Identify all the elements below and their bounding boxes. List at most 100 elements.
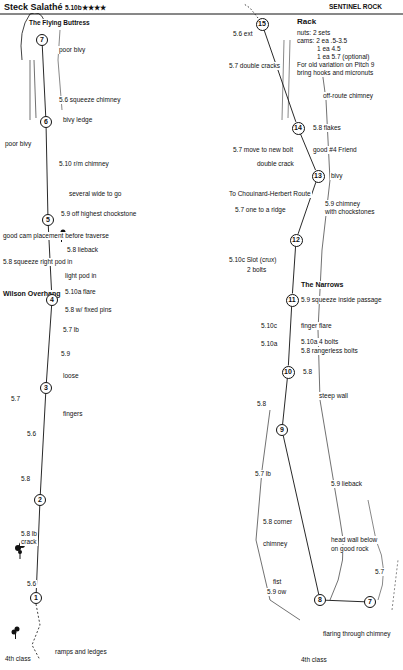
- route-note: 5.8: [20, 475, 31, 483]
- route-note: 1 ea 5.7 (optional): [316, 53, 370, 61]
- route-note: 5.7 lb: [254, 470, 272, 478]
- belay-circle: 13: [312, 170, 325, 183]
- belay-number: 10: [284, 368, 292, 376]
- route-note: nuts: 2 sets: [296, 29, 331, 37]
- route-note: 5.10a flare: [64, 288, 97, 296]
- route-note: 5.8 w/ fixed pins: [64, 306, 113, 314]
- route-line: [288, 306, 291, 365]
- belay-circle: 1: [30, 592, 42, 604]
- route-note: ramps and ledges: [54, 648, 108, 656]
- route-note: 5.10 r/m chimney: [58, 160, 110, 168]
- route-line: [40, 394, 45, 494]
- route-note: 5.7: [10, 395, 21, 403]
- route-note: fist: [272, 578, 282, 586]
- route-note: 5.6 ext: [232, 30, 254, 38]
- route-note: To Chouinard-Herbert Route: [228, 190, 312, 198]
- route-note: 5.6: [26, 430, 37, 438]
- belay-number: 7: [40, 36, 44, 44]
- route-note: poor bivy: [4, 140, 32, 148]
- belay-number: 14: [294, 124, 302, 132]
- route-line: [283, 378, 288, 424]
- route-note: 5.7 double cracks: [228, 62, 281, 70]
- route-note: 5.8 flakes: [312, 124, 342, 132]
- route-note: steep wall: [318, 392, 349, 400]
- belay-circle: 7: [36, 34, 48, 46]
- route-note: crack: [20, 538, 38, 546]
- route-note: bivy ledge: [62, 116, 93, 124]
- belay-number: 15: [258, 20, 266, 28]
- route-note: 5.10a: [260, 340, 278, 348]
- route-note: 5.7 move to new bolt: [232, 146, 294, 154]
- route-line: [283, 436, 318, 594]
- route-note: chimney: [262, 540, 288, 548]
- belay-number: 1: [34, 594, 38, 602]
- route-note: 5.9 lieback: [330, 480, 363, 488]
- route-title: Steck Salathé: [4, 2, 63, 13]
- route-line: [326, 600, 364, 602]
- route-note: 5.10c: [260, 322, 278, 330]
- route-note: good #4 Friend: [312, 146, 358, 154]
- route-note: good cam placement before traverse: [2, 232, 110, 240]
- belay-number: 3: [44, 384, 48, 392]
- route-note: 5.8 corner: [262, 518, 293, 526]
- belay-number: 7: [368, 598, 372, 606]
- route-note: 4th class: [4, 655, 32, 663]
- route-note: 5.9 ow: [266, 588, 287, 596]
- route-note: For old variation on Pitch 9: [296, 61, 375, 69]
- route-note: 5.10a 4 bolts: [300, 338, 339, 346]
- route-note: 1 ea 4.5: [316, 45, 342, 53]
- route-note: 5.6: [26, 580, 37, 588]
- route-note: double crack: [256, 160, 295, 168]
- belay-number: 11: [288, 296, 295, 304]
- route-note: 5.8: [302, 368, 313, 376]
- belay-circle: 6: [40, 116, 52, 128]
- belay-number: 5: [46, 216, 50, 224]
- belay-number: 4: [50, 296, 54, 304]
- route-note: bring hooks and micronuts: [296, 69, 374, 77]
- belay-circle: 5: [42, 214, 54, 226]
- belay-circle: 3: [40, 382, 52, 394]
- belay-circle: 12: [290, 234, 303, 247]
- route-note: with chockstones: [324, 208, 376, 216]
- route-note: cams: 2 ea .5-3.5: [296, 37, 348, 45]
- route-note: head wall below: [330, 536, 378, 544]
- belay-number: 9: [280, 426, 284, 434]
- route-line: [264, 30, 296, 122]
- route-note: Rack: [296, 18, 317, 26]
- route-note: off-route chimney: [322, 92, 374, 100]
- belay-number: 6: [44, 118, 48, 126]
- belay-circle: 7: [364, 596, 376, 608]
- route-note: 5.10b★★★★: [64, 4, 107, 12]
- belay-number: 2: [38, 496, 42, 504]
- route-note: 5.7 lb: [62, 326, 80, 334]
- belay-circle: 14: [292, 122, 305, 135]
- belay-circle: 11: [286, 294, 299, 307]
- belay-number: 8: [318, 596, 322, 604]
- belay-circle: 8: [314, 594, 326, 606]
- route-note: fingers: [62, 410, 84, 418]
- route-note: 5.7 one to a ridge: [234, 206, 287, 214]
- route-note: several wide to go: [68, 190, 122, 198]
- route-note: 5.9 off highest chockstone: [60, 210, 137, 218]
- route-note: on good rock: [330, 545, 370, 553]
- route-note: 5.10c Slot (crux): [228, 256, 277, 264]
- route-note: bivy: [330, 172, 344, 180]
- route-note: 5.7: [374, 568, 385, 576]
- route-note: 5.8 squeeze right pod in: [2, 258, 73, 266]
- route-note: poor bivy: [58, 46, 86, 54]
- route-note: 5.8 lb: [20, 530, 38, 538]
- belay-circle: 2: [34, 494, 46, 506]
- route-note: 5.9 squeeze inside passage: [300, 296, 383, 304]
- route-note: flaring through chimney: [322, 630, 392, 638]
- route-note: light pod in: [64, 272, 97, 280]
- route-note: 5.8 lieback: [66, 246, 99, 254]
- route-note: 5.8 rangerless bolts: [300, 347, 359, 355]
- route-note: The Narrows: [300, 281, 344, 289]
- belay-circle: 15: [256, 18, 269, 31]
- belay-number: 12: [292, 236, 300, 244]
- belay-circle: 9: [276, 424, 288, 436]
- route-line: [292, 246, 295, 293]
- route-line: [42, 46, 45, 116]
- route-note: 5.9 chimney: [324, 200, 361, 208]
